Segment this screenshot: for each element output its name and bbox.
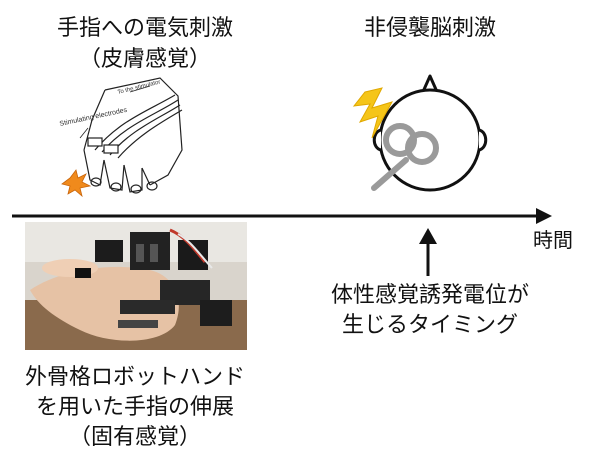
lightning-icon bbox=[352, 87, 394, 139]
noninvasive-brain-stimulation-title: 非侵襲脳刺激 bbox=[363, 16, 496, 41]
electrode-label: Stimulating electrodes bbox=[59, 107, 128, 128]
robot-hand-photo bbox=[25, 222, 247, 350]
spark-icon bbox=[61, 169, 92, 198]
exoskeleton-hand-title: 外骨格ロボットハンド bbox=[24, 365, 245, 390]
hand-electrode-sketch bbox=[79, 77, 183, 194]
timeline-arrowhead bbox=[536, 208, 552, 224]
finger-electrical-stimulation-title: 手指への電気刺激 bbox=[56, 16, 233, 41]
finger-extension-label: を用いた手指の伸展 bbox=[35, 395, 234, 420]
stimulator-label: To the stimulator bbox=[117, 79, 161, 95]
proprioception-label: （固有感覚） bbox=[68, 425, 201, 450]
marker-arrowhead bbox=[419, 228, 437, 244]
skin-sensation-label: （皮膚感覚） bbox=[78, 47, 211, 72]
sep-timing-label-line1: 体性感覚誘発電位が bbox=[330, 283, 529, 308]
sep-timing-label-line2: 生じるタイミング bbox=[341, 313, 518, 338]
time-axis-label: 時間 bbox=[533, 228, 573, 252]
tms-coil-icon bbox=[371, 123, 439, 191]
